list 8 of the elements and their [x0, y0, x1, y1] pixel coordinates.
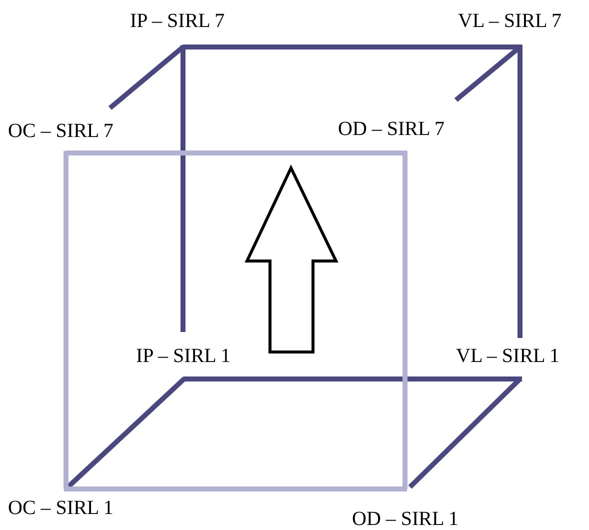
- corner-label: OC – SIRL 7: [8, 120, 114, 142]
- corner-label: IP – SIRL 7: [130, 10, 225, 32]
- corner-label: OD – SIRL 7: [338, 118, 444, 140]
- corner-label: OD – SIRL 1: [352, 508, 458, 530]
- corner-label: IP – SIRL 1: [136, 345, 231, 367]
- corner-label: VL – SIRL 1: [456, 345, 560, 367]
- corner-label: VL – SIRL 7: [458, 10, 562, 32]
- corner-label: OC – SIRL 1: [8, 497, 114, 519]
